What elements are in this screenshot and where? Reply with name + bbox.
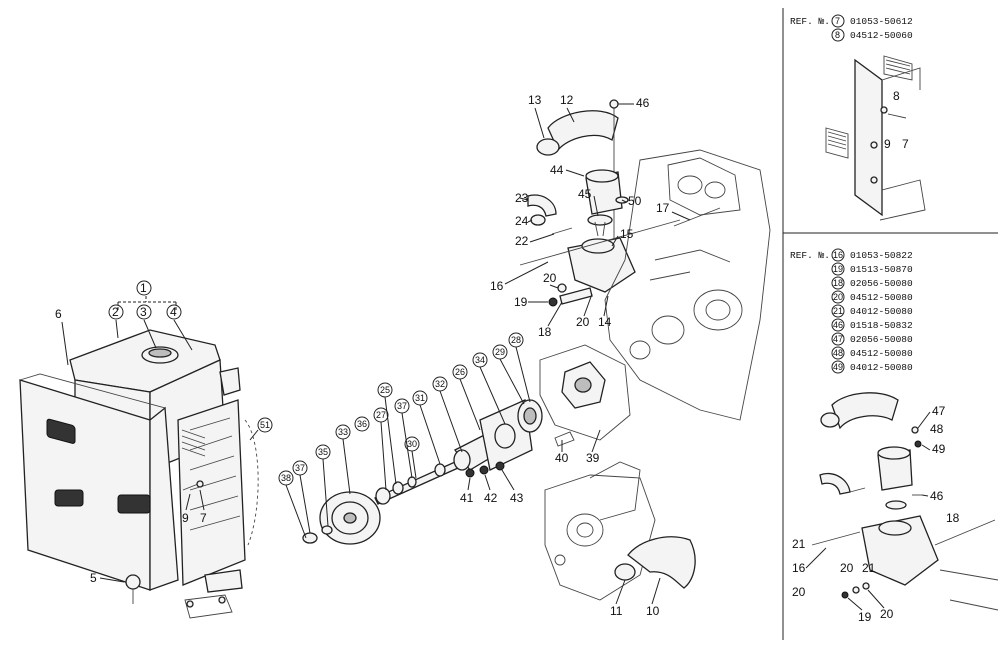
ref-bottom-part-1: 01513-50870 — [850, 264, 913, 275]
ref-bottom-part-7: 04512-50080 — [850, 348, 913, 359]
ref-top-num-0: 7 — [835, 16, 840, 26]
ref-bottom-callout-20b: 20 — [792, 585, 806, 599]
ref-bottom-num-0: 16 — [833, 250, 843, 260]
callout-51: 51 — [260, 420, 270, 430]
ref-panel-frame — [782, 8, 998, 640]
ref-bottom-part-5: 01518-50832 — [850, 320, 913, 331]
ref-bottom-callout-47: 47 — [932, 404, 946, 418]
callout-38: 38 — [281, 473, 291, 483]
callout-5: 5 — [90, 571, 97, 585]
callout-45: 45 — [578, 187, 592, 201]
callout-19: 19 — [514, 295, 528, 309]
ref-bottom-callout-48: 48 — [930, 422, 944, 436]
callout-31: 31 — [415, 393, 425, 403]
ref-bottom-num-4: 21 — [833, 306, 843, 316]
callout-2: 2 — [112, 305, 119, 319]
callout-46: 46 — [636, 96, 650, 110]
ref-bottom-callout-21b: 21 — [862, 561, 876, 575]
callout-17: 17 — [656, 201, 670, 215]
callout-14: 14 — [598, 315, 612, 329]
callout-50: 50 — [628, 194, 642, 208]
callout-22: 22 — [515, 234, 529, 248]
callout-13: 13 — [528, 93, 542, 107]
callout-7: 7 — [200, 511, 207, 525]
ref-bottom-part-4: 04012-50080 — [850, 306, 913, 317]
callout-28: 28 — [511, 335, 521, 345]
ref-bottom-part-2: 02056-50080 — [850, 278, 913, 289]
ref-bottom-part-3: 04512-50080 — [850, 292, 913, 303]
callout-34: 34 — [475, 355, 485, 365]
ref-bottom-callout-20a: 20 — [840, 561, 854, 575]
callout-10: 10 — [646, 604, 660, 618]
callout-37: 37 — [397, 401, 407, 411]
callout-20: 20 — [543, 271, 557, 285]
callout-30: 30 — [407, 439, 417, 449]
callout-11: 11 — [610, 604, 623, 618]
ref-bottom-callout-49: 49 — [932, 442, 946, 456]
callout-6: 6 — [55, 307, 62, 321]
ref-bottom-heading: REF. №. — [790, 250, 830, 261]
callout-12: 12 — [560, 93, 574, 107]
ref-panel-bottom: REF. №. 16 01053-50822 19 01513-50870 18… — [790, 248, 999, 624]
callout-16: 16 — [490, 279, 504, 293]
engine-block-sketch — [539, 149, 771, 601]
ref-bottom-num-8: 49 — [833, 362, 843, 372]
callout-44: 44 — [550, 163, 564, 177]
callout-41: 41 — [460, 491, 474, 505]
ref-bottom-num-2: 18 — [833, 278, 843, 288]
ref-bottom-num-3: 20 — [833, 292, 843, 302]
callout-1: 1 — [140, 281, 147, 295]
ref-bottom-callout-18: 18 — [946, 511, 960, 525]
main-callouts: 1 2 3 4 6 5 9 7 51 13 12 46 44 23 45 50 … — [55, 93, 691, 618]
ref-bottom-callout-19: 19 — [858, 610, 872, 624]
thermostat-assembly — [519, 99, 721, 307]
callout-39: 39 — [586, 451, 600, 465]
pump-callouts: 25 27 36 37 31 32 26 34 29 28 33 35 37 3… — [278, 332, 531, 539]
callout-18: 18 — [538, 325, 552, 339]
callout-32: 32 — [435, 379, 445, 389]
callout-29: 29 — [495, 347, 505, 357]
callout-15: 15 — [620, 227, 634, 241]
callout-33: 33 — [338, 427, 348, 437]
ref-bottom-part-0: 01053-50822 — [850, 250, 913, 261]
ref-top-part-1: 04512-50060 — [850, 30, 913, 41]
ref-bottom-num-5: 46 — [833, 320, 843, 330]
ref-panel-top: REF. №. 7 01053-50612 8 04512-50060 8 9 … — [790, 14, 926, 221]
callout-20b: 20 — [576, 315, 590, 329]
ref-bottom-num-7: 48 — [833, 348, 843, 358]
radiator-assembly — [19, 329, 259, 619]
callout-35: 35 — [318, 447, 328, 457]
ref-bottom-callout-16: 16 — [792, 561, 806, 575]
callout-36: 36 — [357, 419, 367, 429]
ref-bottom-part-6: 02056-50080 — [850, 334, 913, 345]
ref-bottom-callout-21: 21 — [792, 537, 806, 551]
callout-9: 9 — [182, 511, 189, 525]
callout-43: 43 — [510, 491, 524, 505]
ref-bottom-callout-46: 46 — [930, 489, 944, 503]
callout-4: 4 — [170, 305, 177, 319]
callout-40: 40 — [555, 451, 569, 465]
ref-bottom-num-1: 19 — [833, 264, 843, 274]
ref-top-callout-8: 8 — [893, 89, 900, 103]
ref-top-num-1: 8 — [835, 30, 840, 40]
callout-24: 24 — [515, 214, 529, 228]
callout-27: 27 — [376, 410, 386, 420]
callout-26: 26 — [455, 367, 465, 377]
callout-3: 3 — [140, 305, 147, 319]
ref-bottom-part-8: 04012-50080 — [850, 362, 913, 373]
ref-bottom-callout-20c: 20 — [880, 607, 894, 621]
ref-top-callout-7: 7 — [902, 137, 909, 151]
ref-top-part-0: 01053-50612 — [850, 16, 913, 27]
callout-25: 25 — [380, 385, 390, 395]
ref-top-callout-9: 9 — [884, 137, 891, 151]
callout-37b: 37 — [295, 463, 305, 473]
ref-bottom-num-6: 47 — [833, 334, 843, 344]
callout-42: 42 — [484, 491, 498, 505]
water-pump-assembly — [302, 399, 543, 545]
ref-top-heading: REF. №. — [790, 16, 830, 27]
